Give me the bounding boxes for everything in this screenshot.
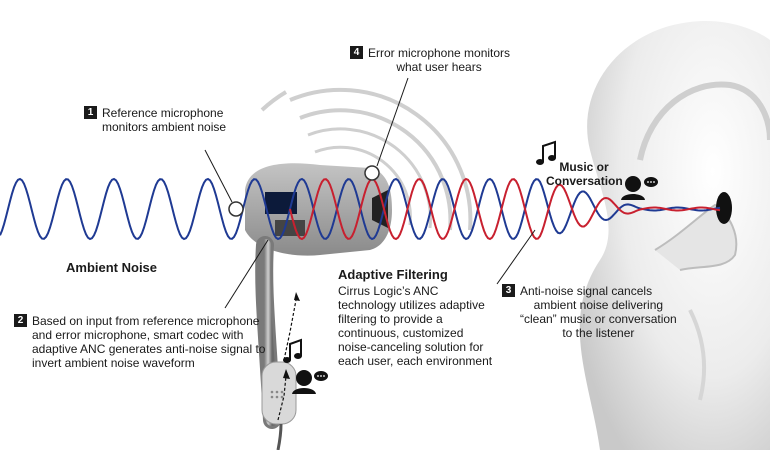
error-microphone-marker [364, 165, 380, 181]
music-label-line2: Conversation [546, 174, 623, 188]
step-badge-2: 2 [14, 314, 27, 327]
callout-1-line1: Reference microphone [102, 106, 224, 120]
callout-error-microphone: 4 Error microphone monitors what user hea… [350, 46, 510, 74]
sound-wave-arcs [260, 87, 473, 231]
music-conversation-label: Music or Conversation [546, 160, 623, 188]
adaptive-line-1: Cirrus Logic’s ANC [338, 284, 439, 298]
callout-anti-noise: 3 Anti-noise signal cancels ambient noise… [502, 284, 677, 340]
speaker-icon [372, 190, 388, 228]
callout-smart-codec: 2 Based on input from reference microphon… [14, 314, 265, 370]
earbud-illustration [245, 163, 392, 450]
callout-2-line2: and error microphone, smart codec with [32, 328, 244, 342]
reference-microphone-marker [228, 201, 244, 217]
ambient-noise-label: Ambient Noise [66, 260, 158, 275]
callout-3-line3: “clean” music or conversation [520, 312, 677, 326]
music-note-icon [536, 140, 556, 165]
leader-line-1 [204, 149, 233, 203]
leader-line-3 [496, 229, 536, 285]
chip-icon [265, 192, 297, 214]
callout-reference-microphone: 1 Reference microphone monitors ambient n… [84, 106, 226, 134]
adaptive-line-3: filtering to provide a [338, 312, 443, 326]
person-speaking-icon [621, 176, 658, 200]
leader-line-2 [224, 239, 269, 309]
person-speaking-icon [292, 370, 328, 394]
adaptive-line-4: continuous, customized [338, 326, 464, 340]
callout-4-line2: what user hears [396, 60, 482, 74]
adaptive-line-5: noise-canceling solution for [338, 340, 484, 354]
callout-3-line1: Anti-noise signal cancels [520, 284, 653, 298]
ear-canal [716, 192, 732, 224]
step-badge-1: 1 [84, 106, 97, 119]
callout-3-line2: ambient noise delivering [533, 298, 664, 312]
adaptive-line-2: technology utilizes adaptive [338, 298, 485, 312]
ear-illustration [579, 21, 770, 450]
adaptive-filtering-title: Adaptive Filtering [338, 267, 448, 282]
adaptive-line-6: each user, each environment [338, 354, 493, 368]
music-note-icon [283, 338, 302, 363]
callout-2-line1: Based on input from reference microphone [32, 314, 260, 328]
callout-2-line3: adaptive ANC generates anti-noise signal… [32, 342, 266, 356]
callout-1-line2: monitors ambient noise [102, 120, 227, 134]
waveforms [0, 177, 721, 241]
leader-line-4 [376, 77, 409, 167]
callout-2-line4: invert ambient noise waveform [32, 356, 195, 370]
step-badge-4: 4 [350, 46, 363, 59]
anti-noise-wave [289, 177, 721, 241]
step-badge-3: 3 [502, 284, 515, 297]
music-label-line1: Music or [559, 160, 609, 174]
callout-3-line4: to the listener [562, 326, 635, 340]
callout-4-line1: Error microphone monitors [368, 46, 511, 60]
adaptive-filtering-block: Adaptive Filtering Cirrus Logic’s ANC te… [338, 267, 493, 369]
